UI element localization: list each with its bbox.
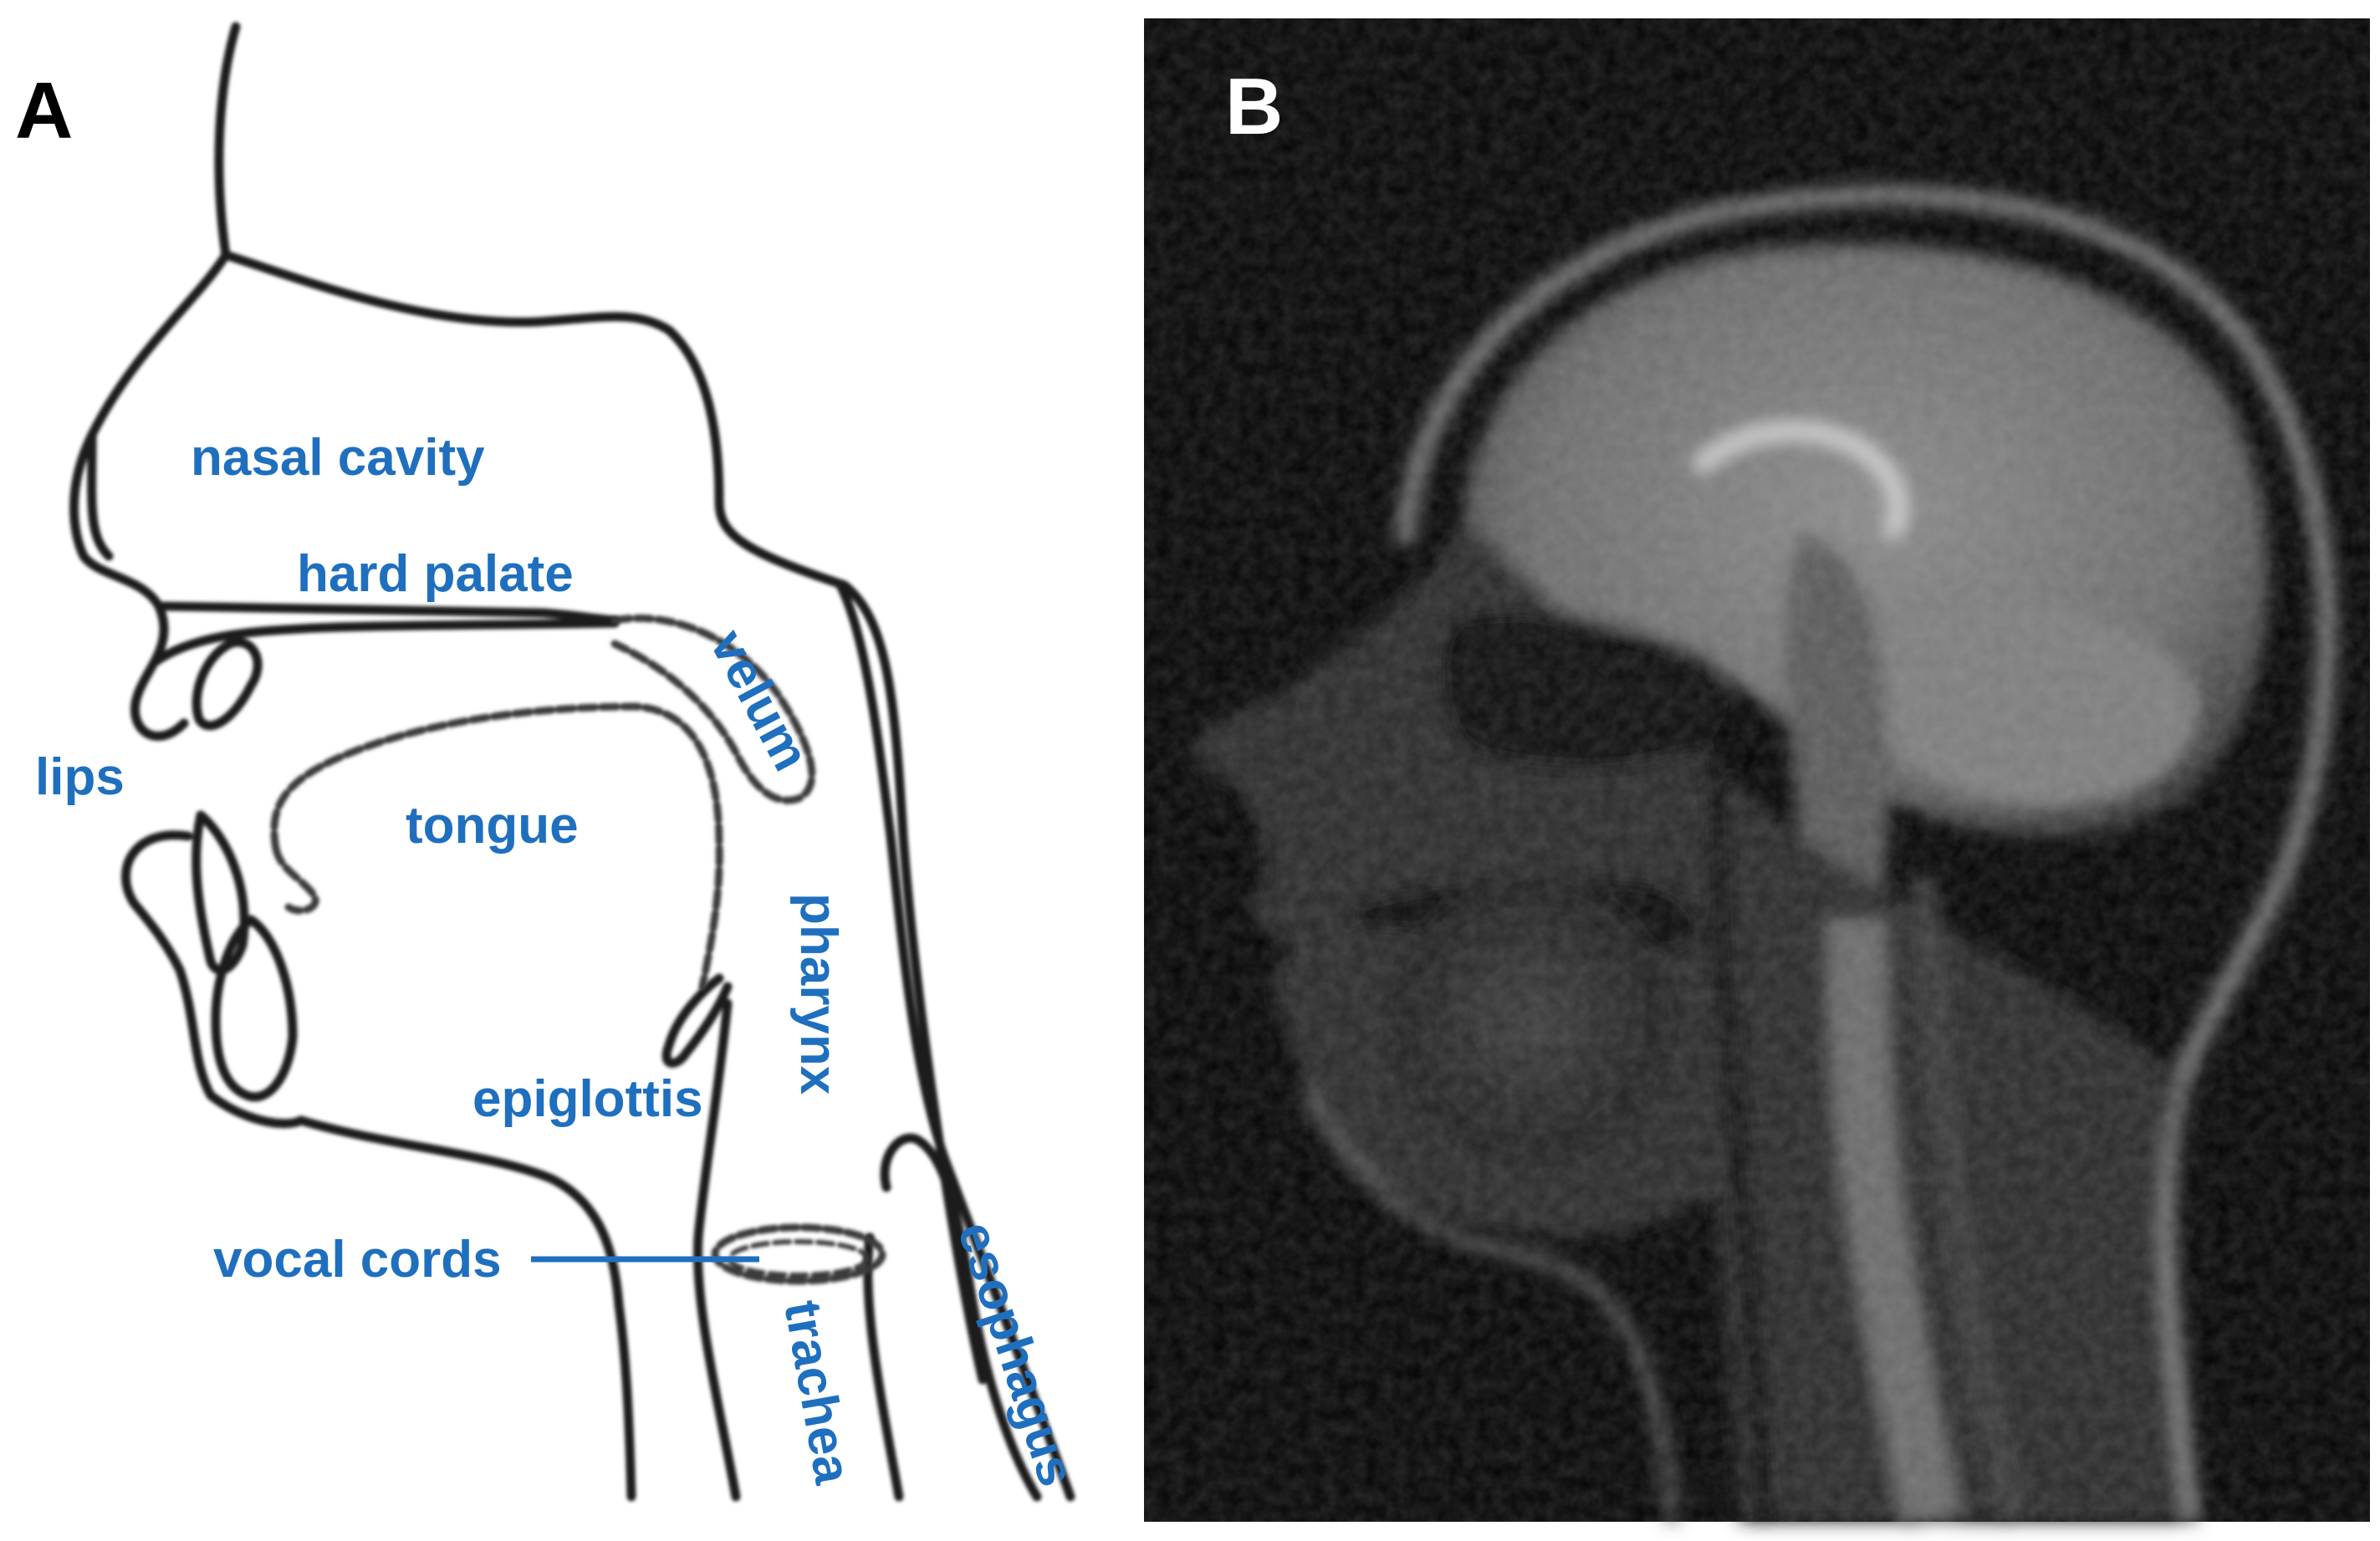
label-trachea: trachea xyxy=(773,1296,861,1488)
trachea-back-wall xyxy=(880,1133,1042,1502)
tongue-tip xyxy=(272,844,319,915)
label-velum: velum xyxy=(699,620,820,780)
label-pharynx: pharynx xyxy=(789,893,847,1095)
lower-teeth xyxy=(192,810,249,975)
lower-lip-chin xyxy=(121,830,306,1129)
dashed-structures xyxy=(270,614,886,1285)
velum-outline xyxy=(610,614,816,804)
neck-front xyxy=(296,1115,636,1502)
panel-a-letter: A xyxy=(15,66,73,156)
mri-texture xyxy=(1144,18,2370,1522)
vocal-cords-ring xyxy=(711,1223,886,1285)
panel-b-mri: B xyxy=(1144,18,2370,1527)
label-nasal-cavity: nasal cavity xyxy=(191,429,485,487)
diagram-labels: nasal cavity hard palate velum lips tong… xyxy=(35,429,1085,1493)
epiglottis-shape xyxy=(661,973,733,1068)
label-epiglottis: epiglottis xyxy=(472,1070,703,1128)
face-profile-upper xyxy=(69,22,241,741)
vocal-tract-outline xyxy=(69,22,1075,1502)
label-tongue: tongue xyxy=(406,797,579,855)
upper-teeth xyxy=(192,637,263,731)
tongue-outline xyxy=(270,702,723,991)
hard-palate-line xyxy=(158,601,620,625)
label-vocal-cords: vocal cords xyxy=(213,1231,502,1288)
esophagus-back-wall xyxy=(835,580,1075,1502)
label-lips: lips xyxy=(35,748,125,806)
trachea-front-wall xyxy=(692,998,741,1502)
panel-b-letter: B xyxy=(1225,62,1283,151)
hard-palate-underside xyxy=(150,618,620,667)
nasal-cavity-roof xyxy=(221,250,988,1385)
label-hard-palate: hard palate xyxy=(297,545,574,603)
nasal-inner-wall xyxy=(87,430,114,561)
trachea-divider xyxy=(863,1232,904,1502)
panel-a-diagram: A xyxy=(15,22,1085,1502)
mandible xyxy=(211,915,298,1102)
